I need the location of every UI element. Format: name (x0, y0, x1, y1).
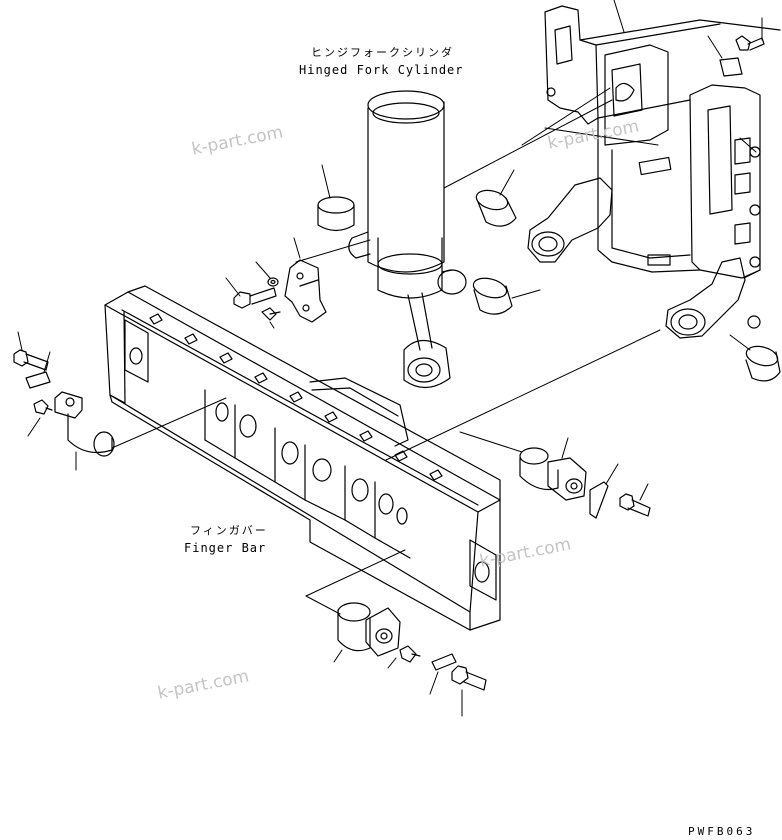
bolt-right (619, 493, 651, 517)
bushing-upper (317, 196, 355, 232)
bushing-right-middle (472, 277, 513, 315)
pin-left (54, 391, 115, 457)
cylinder-label-en: Hinged Fork Cylinder (299, 63, 464, 77)
hinged-fork-cylinder (348, 90, 467, 389)
pin-right (519, 447, 587, 501)
bolt-bottom (451, 665, 487, 691)
clamp-bracket (284, 259, 327, 323)
cylinder-label-jp: ヒンジフォークシリンダ (311, 46, 454, 59)
plate-upper-right (719, 57, 743, 77)
washer-center (267, 277, 279, 287)
finger-bar-label-en: Finger Bar (184, 541, 267, 555)
lock-plate-right (589, 481, 609, 519)
bolt-left (13, 349, 49, 371)
grease-fitting-left (33, 399, 53, 415)
lock-plate-bottom (431, 653, 457, 671)
bushing-right-top (475, 189, 517, 227)
leader-lines (17, 0, 763, 717)
finger-bar-label-jp: フィンガバー (190, 524, 268, 537)
bushing-far-right (745, 345, 781, 382)
finger-bar (104, 285, 501, 631)
carriage-frame (527, 5, 781, 339)
bolt-upper-right (735, 35, 765, 51)
pin-bottom (337, 602, 401, 657)
grease-fitting-bottom (399, 645, 421, 663)
grease-fitting-center (261, 307, 281, 321)
drawing-code: PWFB063 (688, 825, 756, 838)
lock-plate-left (25, 371, 51, 389)
bolt-center (233, 287, 277, 309)
